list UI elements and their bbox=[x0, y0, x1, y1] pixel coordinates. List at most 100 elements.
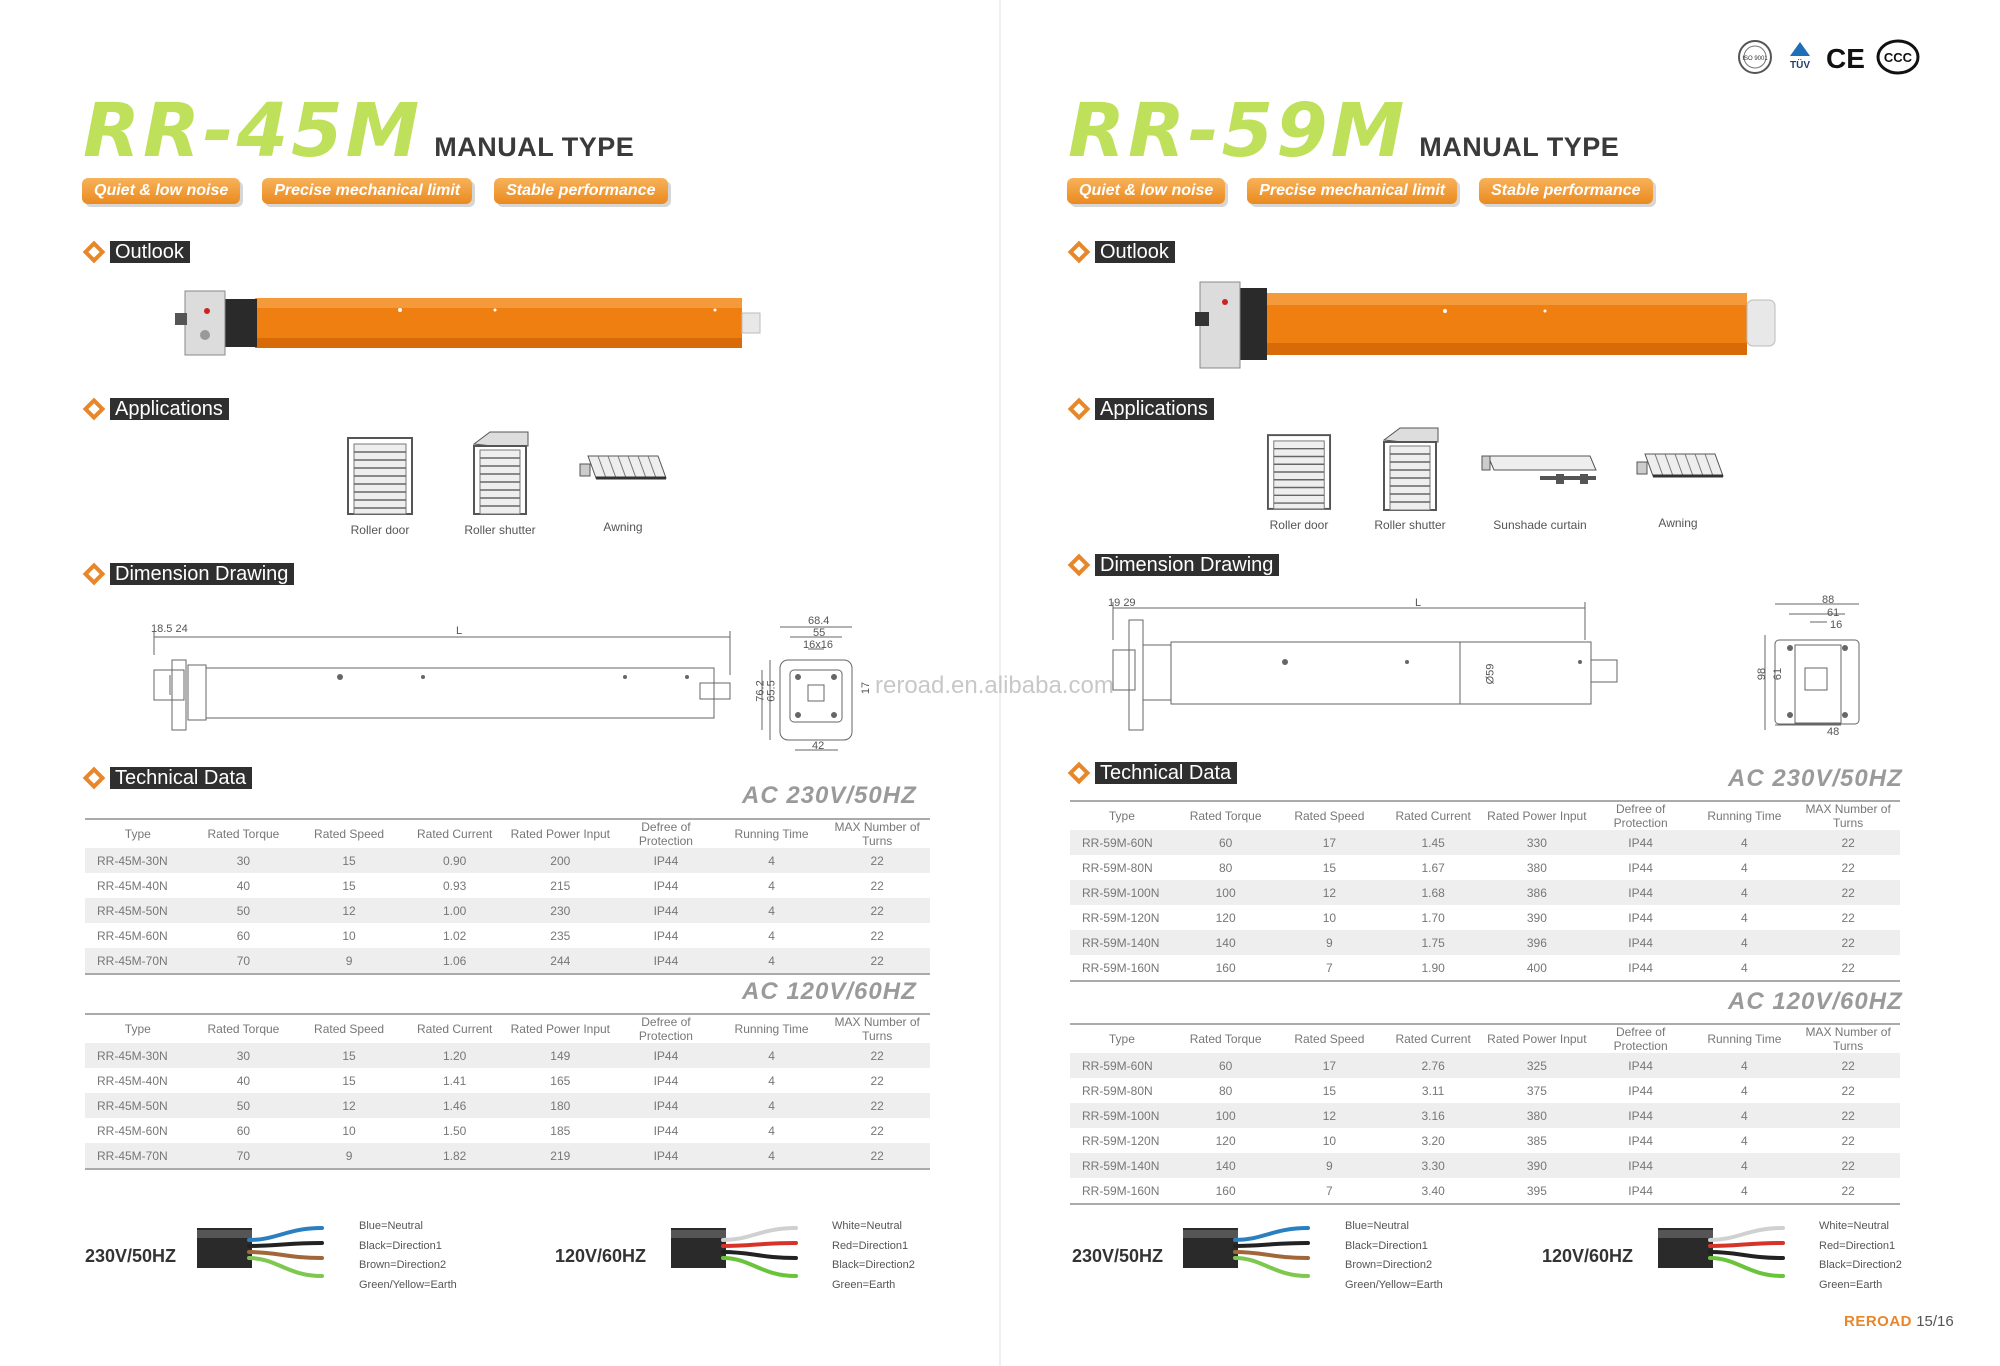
table-cell: 80 bbox=[1218, 1083, 1233, 1098]
application-label: Awning bbox=[603, 520, 643, 534]
type-cell: RR-45M-50N bbox=[85, 1093, 191, 1118]
dim-label: 98 bbox=[1756, 667, 1769, 681]
column-header: Running Time bbox=[1692, 1023, 1797, 1053]
table-cell: 10 bbox=[1322, 910, 1337, 925]
table-cell: 165 bbox=[550, 1073, 571, 1088]
table-cell: 1.20 bbox=[401, 1043, 508, 1068]
table-cell: 4 bbox=[1692, 1053, 1797, 1078]
table-cell: 60 bbox=[1173, 830, 1278, 855]
column-header: Type bbox=[85, 1013, 191, 1043]
column-header: Rated Torque bbox=[1173, 800, 1278, 830]
table-cell: 12 bbox=[296, 898, 402, 923]
wire bbox=[1708, 1256, 1785, 1278]
table-cell: 380 bbox=[1485, 1103, 1589, 1128]
table-cell: 1.82 bbox=[401, 1143, 508, 1170]
table-cell: 3.40 bbox=[1381, 1178, 1485, 1205]
table-cell: 1.67 bbox=[1421, 860, 1445, 875]
dim-label: 88 bbox=[1822, 594, 1835, 606]
table-cell: 1.90 bbox=[1381, 955, 1485, 982]
table-cell: IP44 bbox=[613, 1143, 719, 1170]
feature-tag: Precise mechanical limit bbox=[262, 178, 473, 204]
type-cell: RR-59M-140N bbox=[1070, 1153, 1174, 1178]
table-cell: 17 bbox=[1277, 1053, 1382, 1078]
table-cell: 4 bbox=[768, 878, 775, 893]
table-cell: 3.30 bbox=[1381, 1153, 1485, 1178]
table-cell: 30 bbox=[190, 848, 297, 873]
table-cell: 60 bbox=[1173, 1053, 1278, 1078]
tuv-icon: TÜV bbox=[1790, 42, 1810, 71]
table-cell: 22 bbox=[1796, 1153, 1900, 1178]
column-header: Type bbox=[85, 818, 191, 848]
freq-heading: AC 230V/50HZ bbox=[1728, 765, 1903, 792]
table-cell: 15 bbox=[1322, 1083, 1337, 1098]
type-cell: RR-59M-80N bbox=[1082, 860, 1153, 875]
column-header: Type bbox=[1070, 1023, 1174, 1053]
column-header: Rated Torque bbox=[190, 818, 297, 848]
table-cell: 0.90 bbox=[401, 848, 508, 873]
column-header: Rated Current bbox=[401, 818, 508, 848]
table-cell: 386 bbox=[1485, 880, 1589, 905]
feature-tag: Quiet & low noise bbox=[82, 178, 241, 204]
type-cell: RR-45M-70N bbox=[85, 1143, 191, 1170]
table-cell: IP44 bbox=[1588, 880, 1693, 905]
type-label: MANUAL TYPE bbox=[434, 132, 635, 162]
table-cell: 4 bbox=[1692, 1103, 1797, 1128]
diamond-bullet-icon bbox=[1067, 553, 1091, 577]
table-cell: 0.93 bbox=[443, 878, 467, 893]
cable-diagram bbox=[1658, 1226, 1785, 1278]
type-cell: RR-45M-60N bbox=[97, 928, 168, 943]
roller-door-icon bbox=[1266, 434, 1332, 510]
wire bbox=[721, 1226, 798, 1242]
column-header: Rated Current bbox=[1381, 1023, 1485, 1053]
table-cell: 1.46 bbox=[401, 1093, 508, 1118]
type-cell: RR-45M-70N bbox=[85, 948, 191, 975]
table-cell: IP44 bbox=[1588, 1053, 1693, 1078]
table-cell: 4 bbox=[1692, 830, 1797, 855]
table-cell: 140 bbox=[1173, 1153, 1278, 1178]
roller-shutter-icon bbox=[1382, 427, 1439, 511]
type-cell: RR-45M-30N bbox=[85, 848, 191, 873]
table-cell: IP44 bbox=[1588, 1153, 1693, 1178]
table-cell: 325 bbox=[1485, 1053, 1589, 1078]
dim-label: 48 bbox=[1827, 726, 1840, 738]
table-cell: 4 bbox=[718, 1043, 825, 1068]
dim-label: 16 bbox=[1830, 619, 1843, 631]
table-cell: 9 bbox=[296, 948, 402, 975]
column-header: MAX Number of Turns bbox=[1796, 800, 1900, 830]
table-cell: 1.00 bbox=[401, 898, 508, 923]
table-cell: 15 bbox=[1322, 860, 1337, 875]
table-cell: 390 bbox=[1526, 910, 1547, 925]
table-cell: IP44 bbox=[1628, 1133, 1653, 1148]
table-cell: 22 bbox=[1796, 1178, 1900, 1205]
table-cell: 235 bbox=[550, 928, 571, 943]
table-cell: 200 bbox=[507, 848, 614, 873]
table-cell: 330 bbox=[1485, 830, 1589, 855]
table-cell: 12 bbox=[1277, 880, 1382, 905]
type-cell: RR-59M-60N bbox=[1070, 1053, 1174, 1078]
table-cell: 22 bbox=[824, 1093, 930, 1118]
type-cell: RR-45M-60N bbox=[97, 1123, 168, 1138]
motor-photo bbox=[1195, 281, 1776, 369]
table-cell: IP44 bbox=[653, 1073, 679, 1088]
table-cell: 80 bbox=[1218, 860, 1233, 875]
wire bbox=[1233, 1241, 1310, 1248]
table-cell: 22 bbox=[1796, 955, 1900, 982]
column-header: Defree of Protection bbox=[1588, 800, 1693, 830]
table-cell: 22 bbox=[824, 848, 930, 873]
column-header: Rated Current bbox=[401, 1013, 508, 1043]
table-cell: 22 bbox=[1796, 1103, 1900, 1128]
table-cell: 9 bbox=[296, 1143, 402, 1170]
watermark: reroad.en.alibaba.com bbox=[875, 672, 1114, 699]
table-cell: 100 bbox=[1173, 880, 1278, 905]
table-cell: IP44 bbox=[653, 1123, 679, 1138]
table-cell: 22 bbox=[824, 1143, 930, 1170]
table-cell: 396 bbox=[1485, 930, 1589, 955]
